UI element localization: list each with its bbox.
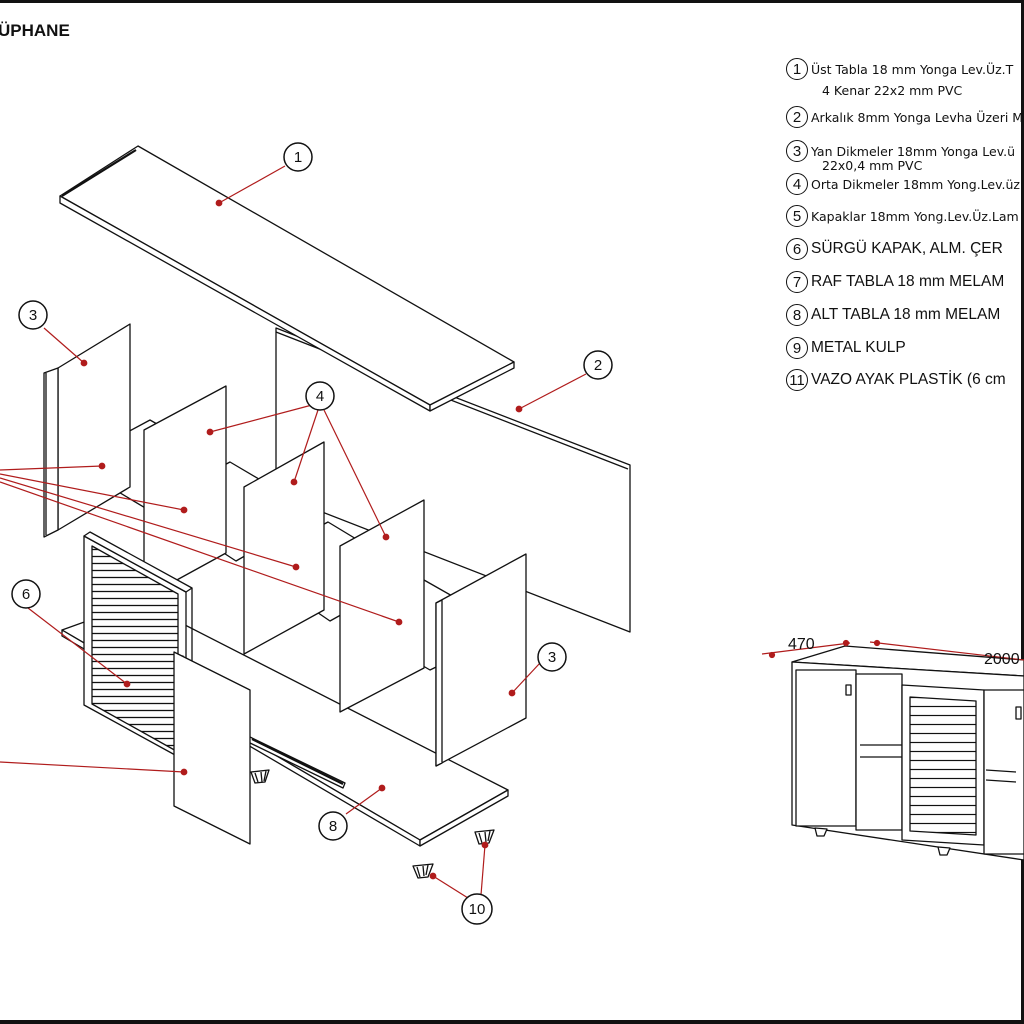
legend-number: 4 — [786, 173, 808, 195]
callout-3-right-circle — [537, 642, 567, 672]
callout-10-label: 10 — [469, 901, 486, 918]
top-panel — [59, 145, 515, 412]
legend-number: 11 — [786, 369, 808, 391]
sliding-louver-door — [83, 531, 193, 762]
callout-8-label: 8 — [329, 818, 337, 835]
callout-3-left-label: 3 — [29, 307, 37, 324]
legend-label: SÜRGÜ KAPAK, ALM. ÇER — [811, 240, 1003, 257]
middle-divider-3 — [339, 499, 425, 713]
callout-4-label: 4 — [316, 388, 324, 405]
middle-divider-1 — [143, 385, 227, 599]
callout-3-right-label: 3 — [548, 649, 556, 666]
legend-number: 5 — [786, 205, 808, 227]
frame-border-top — [0, 0, 1024, 3]
callout-4-circle — [305, 381, 335, 411]
callout-3-left-circle — [18, 300, 48, 330]
callout-8-circle — [318, 811, 348, 841]
dimension-width: 2000 — [984, 651, 1020, 668]
callout-6-label: 6 — [22, 586, 30, 603]
callout-1-circle — [283, 142, 313, 172]
legend-number: 7 — [786, 271, 808, 293]
legend-label: Orta Dikmeler 18mm Yong.Lev.üz — [811, 176, 1020, 192]
callout-2-circle — [583, 350, 613, 380]
plastic-foot-3 — [412, 863, 434, 879]
legend-label: Yan Dikmeler 18mm Yonga Lev.ü — [811, 143, 1016, 159]
legend-item-3-detail: 22x0,4 mm PVC — [822, 158, 923, 173]
legend-label: VAZO AYAK PLASTİK (6 cm — [811, 371, 1006, 388]
legend-number: 8 — [786, 304, 808, 326]
dimension-lines — [761, 639, 1024, 661]
back-panel — [275, 327, 631, 633]
legend-label: Arkalık 8mm Yonga Levha Üzeri M — [811, 109, 1024, 125]
callout-2-label: 2 — [594, 357, 602, 374]
plastic-foot-1 — [250, 769, 270, 784]
middle-divider-2 — [243, 441, 325, 655]
legend-label: METAL KULP — [811, 339, 906, 356]
legend-number: 6 — [786, 238, 808, 260]
callout-1-label: 1 — [294, 149, 302, 166]
assembled-cabinet-view — [791, 645, 1024, 861]
legend-number: 3 — [786, 140, 808, 162]
legend-label: ALT TABLA 18 mm MELAM — [811, 306, 1001, 323]
left-side-panel — [43, 323, 131, 538]
callout-6-circle — [11, 579, 41, 609]
right-side-panel — [435, 553, 527, 767]
frame-border-right — [1021, 0, 1024, 1024]
legend-label: Kapaklar 18mm Yong.Lev.Üz.Lam — [811, 208, 1019, 224]
leader-lines — [0, 165, 587, 899]
hinged-door — [173, 651, 251, 845]
frame-border-bottom — [0, 1020, 1024, 1024]
dimension-depth: 470 — [788, 636, 815, 653]
legend-label: RAF TABLA 18 mm MELAM — [811, 273, 1005, 290]
legend-label: Üst Tabla 18 mm Yonga Lev.Üz.T — [811, 61, 1014, 77]
plastic-foot-2 — [474, 829, 495, 845]
callout-10-circle — [461, 893, 493, 925]
legend-number: 1 — [786, 58, 808, 80]
legend-item-1-detail: 4 Kenar 22x2 mm PVC — [822, 83, 963, 98]
legend-number: 2 — [786, 106, 808, 128]
drawing-title: ÜPHANE — [0, 21, 70, 40]
legend-number: 9 — [786, 337, 808, 359]
